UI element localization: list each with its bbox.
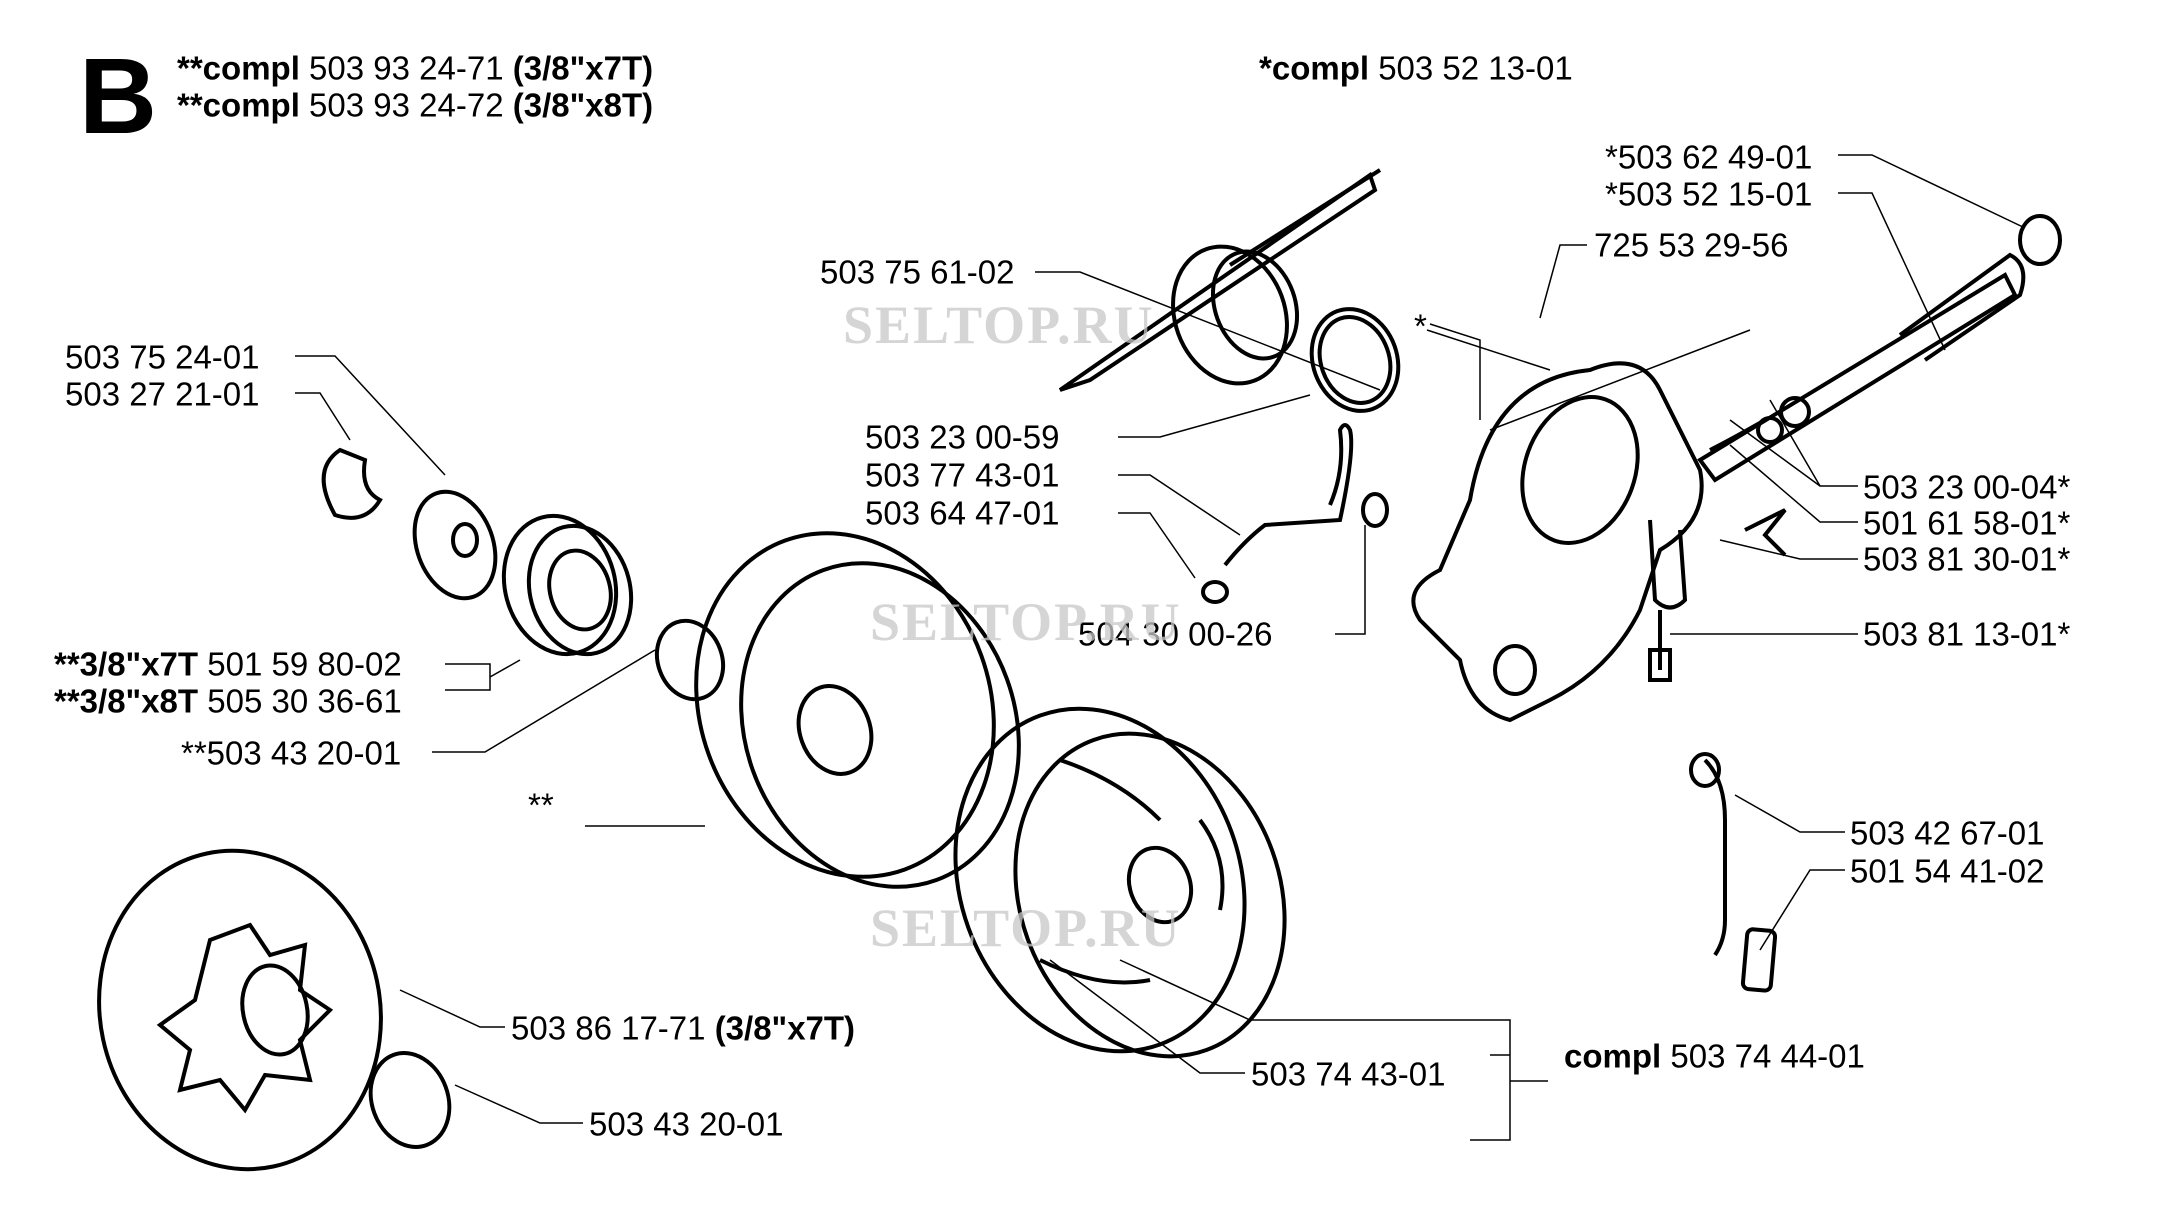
part-number: 503 52 13-01 [1378,49,1573,87]
watermark: SELTOP.RU [870,592,1182,652]
part-number: 503 86 17-71 [511,1009,706,1047]
part-label: 503 43 20-01 [589,1105,784,1143]
part-label: 503 42 67-01 [1850,814,2045,852]
part-label: 501 54 41-02 [1850,852,2045,890]
spur-sprocket-7t [97,848,452,1172]
part-number: 501 59 80-02 [207,645,402,683]
part-label: * [1414,307,1427,345]
assembly-label-8t: **compl 503 93 24-72 (3/8"x8T) [177,89,653,122]
part-label: **503 43 20-01 [181,734,402,772]
part-label: 503 74 43-01 [1251,1055,1446,1093]
part-label: 503 75 24-01 [65,338,260,376]
section-letter: B [79,35,157,156]
part-label: 503 77 43-01 [865,456,1060,494]
label-suffix: (3/8"x7T) [714,1009,856,1047]
part-label: 503 64 47-01 [865,494,1060,532]
clutch-drum [694,531,1021,889]
watermark: SELTOP.RU [843,295,1155,355]
washer-and-clip [321,447,498,601]
part-label: 503 27 21-01 [65,375,260,413]
part-label-sprocket-8t: **3/8"x8T 505 30 36-61 [54,685,402,718]
label-prefix: **3/8"x7T [54,645,199,683]
label-prefix: **compl [177,49,300,87]
part-label: 503 81 30-01* [1863,540,2071,578]
label-suffix: (3/8"x8T) [512,86,654,124]
part-label: 503 23 00-59 [865,418,1060,456]
part-label: 503 75 61-02 [820,253,1015,291]
label-suffix: (3/8"x7T) [512,49,654,87]
oil-pipe [1201,423,1389,604]
part-number: 503 93 24-72 [309,86,504,124]
leader-lines [295,154,2026,1141]
clutch-assembly-label: compl 503 74 44-01 [1564,1040,1865,1073]
part-label: 503 81 13-01* [1863,615,2071,653]
part-label: 725 53 29-56 [1594,226,1789,264]
oil-pump-housing [1411,361,1704,723]
part-label: *503 62 49-01 [1605,138,1813,176]
part-label: 503 23 00-04* [1863,468,2071,506]
label-prefix: **compl [177,86,300,124]
oil-hose-and-filter [1648,610,1778,993]
part-label-sprocket-7t: **3/8"x7T 501 59 80-02 [54,648,402,681]
part-label: 504 30 00-26 [1078,615,1273,653]
assembly-label-7t: **compl 503 93 24-71 (3/8"x7T) [177,52,653,85]
clutch-shoes [953,706,1287,1059]
label-prefix: **3/8"x8T [54,682,199,720]
label-prefix: *compl [1259,49,1370,87]
watermark: SELTOP.RU [870,898,1182,958]
worm-gear [1058,168,1401,413]
part-number: 503 93 24-71 [309,49,504,87]
part-label-spur-sprocket: 503 86 17-71 (3/8"x7T) [511,1012,855,1045]
part-label: ** [528,786,554,824]
part-label: 501 61 58-01* [1863,504,2071,542]
part-number: 503 74 44-01 [1670,1037,1865,1075]
rim-sprocket [501,513,726,702]
label-prefix: compl [1564,1037,1662,1075]
pump-assembly-label: *compl 503 52 13-01 [1259,52,1573,85]
pump-shaft-and-spring [1697,214,2062,557]
part-number: 505 30 36-61 [207,682,402,720]
part-label: *503 52 15-01 [1605,175,1813,213]
